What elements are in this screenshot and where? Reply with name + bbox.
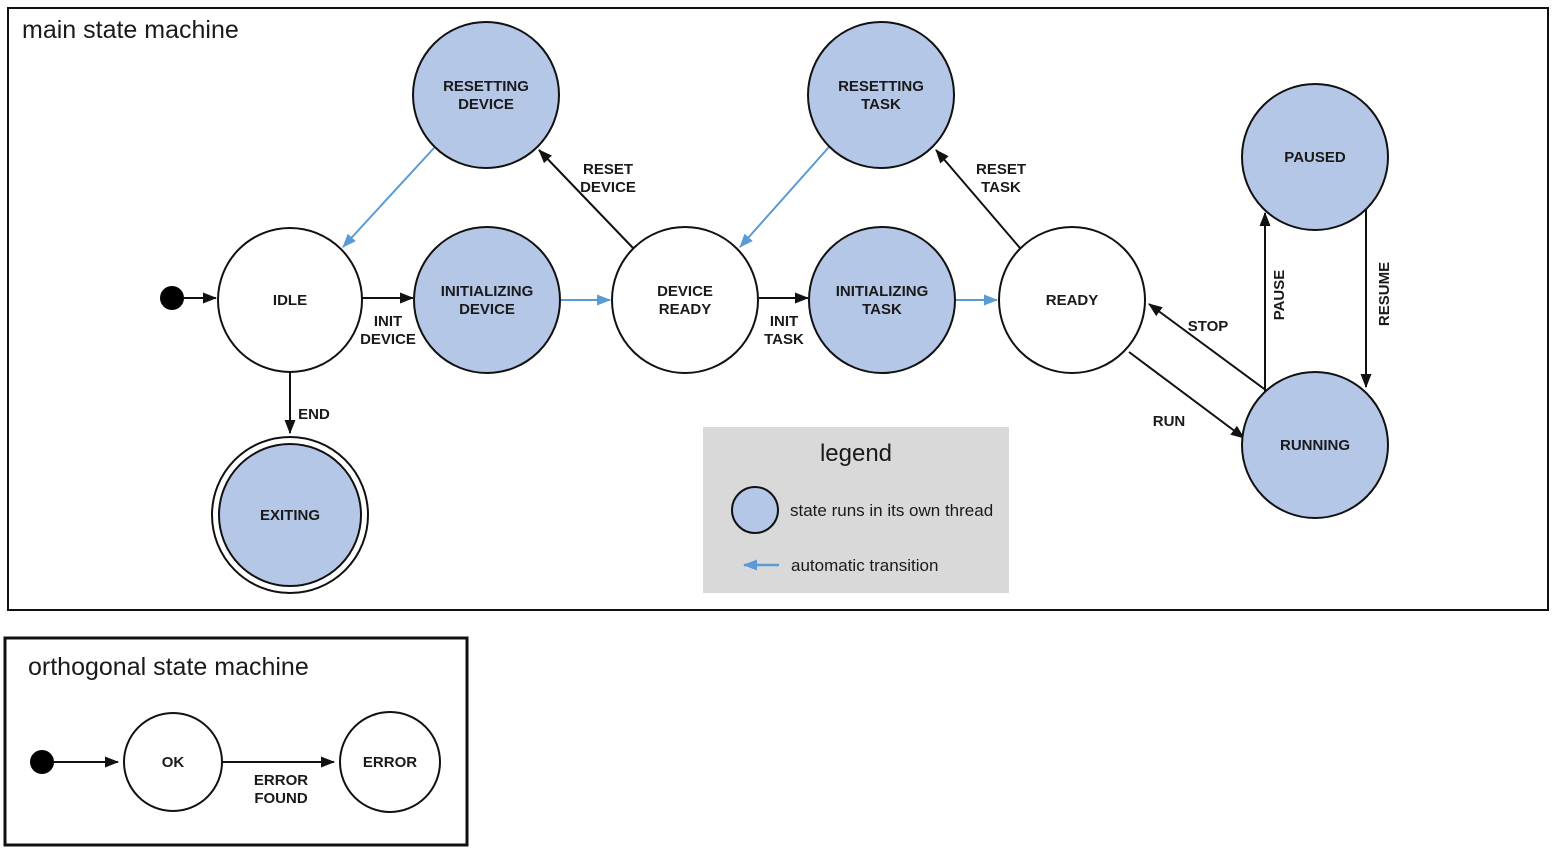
main-state-device-ready bbox=[611, 226, 759, 374]
main-title: main state machine bbox=[22, 16, 239, 44]
main-transition-reset-task bbox=[935, 149, 1021, 249]
main-transition-stop bbox=[1148, 303, 1268, 392]
main-state-label-running: RUNNING bbox=[1280, 437, 1350, 454]
main-transition-label-stop: STOP bbox=[1188, 318, 1229, 335]
main-state-running bbox=[1241, 371, 1389, 519]
main-transition-label-end: END bbox=[298, 406, 330, 423]
ortho-state-label-ok: OK bbox=[162, 754, 185, 771]
main-transition-reset-device bbox=[538, 149, 634, 249]
main-state-initializing-task bbox=[808, 226, 956, 374]
main-state-paused bbox=[1241, 83, 1389, 231]
main-transition-run bbox=[1128, 351, 1245, 439]
main-state-idle bbox=[217, 227, 363, 373]
main-state-resetting-device bbox=[412, 21, 560, 169]
main-state-label-paused: PAUSED bbox=[1284, 149, 1346, 166]
ortho-state-error bbox=[339, 711, 441, 813]
main-state-ready bbox=[998, 226, 1146, 374]
legend-auto-label: automatic transition bbox=[791, 556, 938, 575]
main-state-initializing-device bbox=[413, 226, 561, 374]
ortho-title: orthogonal state machine bbox=[28, 653, 309, 681]
main-state-exiting bbox=[218, 443, 362, 587]
main-initial-state-dot bbox=[160, 286, 184, 310]
main-transition-label-resume: RESUME bbox=[1376, 262, 1393, 326]
main-state-label-exiting: EXITING bbox=[260, 507, 320, 524]
ortho-state-label-error: ERROR bbox=[363, 754, 417, 771]
main-state-label-idle: IDLE bbox=[273, 292, 307, 309]
main-transition-auto-resetting-device-to-idle bbox=[342, 147, 435, 248]
legend-thread-label: state runs in its own thread bbox=[790, 501, 993, 520]
ortho-state-ok bbox=[123, 712, 223, 812]
main-transition-label-pause: PAUSE bbox=[1271, 270, 1288, 321]
main-transition-label-run: RUN bbox=[1153, 413, 1186, 430]
legend-title: legend bbox=[820, 440, 892, 467]
legend-thread-state-icon bbox=[731, 486, 779, 534]
main-state-resetting-task bbox=[807, 21, 955, 169]
main-transition-auto-resetting-task-to-device-ready bbox=[739, 146, 830, 248]
main-state-label-ready: READY bbox=[1046, 292, 1099, 309]
ortho-initial-state-dot bbox=[30, 750, 54, 774]
